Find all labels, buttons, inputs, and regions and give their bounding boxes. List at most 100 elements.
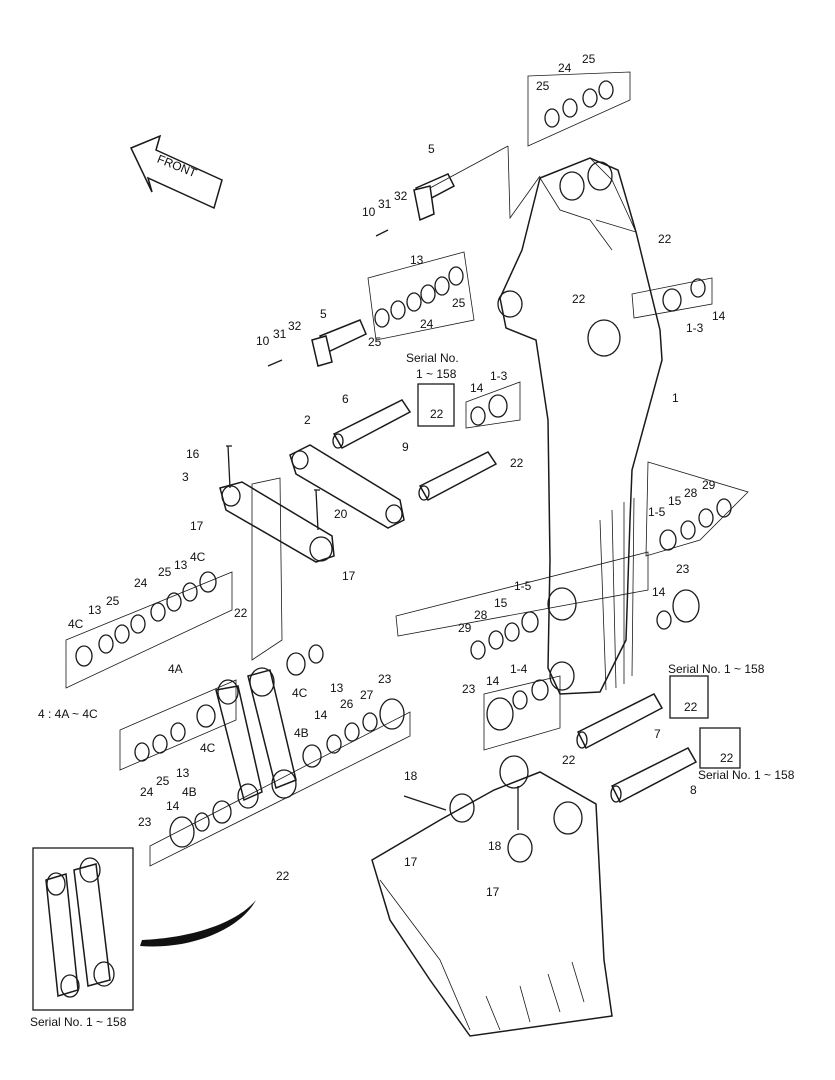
callout: 13	[330, 681, 344, 695]
callout: 10	[362, 205, 376, 219]
group-note: 4 : 4A ~ 4C	[38, 707, 98, 721]
callout: 13	[176, 766, 190, 780]
link-3	[219, 481, 335, 563]
callout: 3	[182, 470, 189, 484]
callout: Serial No. 1 ~ 158	[668, 662, 765, 676]
callout: Serial No.	[406, 351, 459, 365]
callout: 31	[273, 327, 287, 341]
callout: 4C	[68, 617, 84, 631]
side-links-4a-4b	[215, 667, 297, 809]
callout: 14	[166, 799, 180, 813]
callout: 13	[174, 558, 188, 572]
callout: 4B	[182, 785, 197, 799]
front-direction-arrow: FRONT	[129, 134, 223, 210]
pin-8	[610, 747, 698, 804]
callout: 32	[288, 319, 302, 333]
callout: 1 ~ 158	[416, 367, 457, 381]
callout: 22	[720, 751, 734, 765]
callout: 1-5	[648, 505, 666, 519]
callout: 31	[378, 197, 392, 211]
callout: 14	[470, 381, 484, 395]
callout: 1-3	[686, 321, 704, 335]
inset-serial-note: Serial No. 1 ~ 158	[30, 1015, 127, 1029]
pin-5-upper	[413, 173, 455, 222]
callout: 4C	[200, 741, 216, 755]
callout: 22	[684, 700, 698, 714]
callout: 24	[558, 61, 572, 75]
callout: 17	[190, 519, 204, 533]
callout: 18	[488, 839, 502, 853]
callout: 18	[404, 769, 418, 783]
callout: 22	[572, 292, 586, 306]
callout: 23	[462, 682, 476, 696]
washers-4c-upper	[75, 571, 217, 667]
callout: 9	[402, 440, 409, 454]
washers-13-24-25	[374, 266, 464, 328]
callout: 26	[340, 697, 354, 711]
callout: 10	[256, 334, 270, 348]
callout: 27	[360, 688, 374, 702]
callout: 25	[106, 594, 120, 608]
callout: 24	[140, 785, 154, 799]
washers-4c-lower	[134, 644, 324, 762]
callout: 6	[342, 392, 349, 406]
callout: 17	[486, 885, 500, 899]
callout: 28	[474, 608, 488, 622]
callout: 1-4	[510, 662, 528, 676]
callout: 28	[684, 486, 698, 500]
inset-link-view	[32, 847, 256, 1011]
callout: 5	[320, 307, 327, 321]
callout: 16	[186, 447, 200, 461]
callout: 14	[712, 309, 726, 323]
bushings-1-5-right	[656, 498, 732, 630]
callout: Serial No. 1 ~ 158	[698, 768, 795, 782]
callout: 24	[134, 576, 148, 590]
callout: 2	[304, 413, 311, 427]
pin-7	[576, 693, 664, 750]
callout: 13	[88, 603, 102, 617]
pin-5-lower	[311, 319, 367, 367]
bucket	[371, 755, 613, 1037]
callout: 22	[430, 407, 444, 421]
callout: 1-3	[490, 369, 508, 383]
arm-body	[497, 157, 663, 695]
callout: 25	[582, 52, 596, 66]
callout: 4B	[294, 726, 309, 740]
callout: 24	[420, 317, 434, 331]
callout: 23	[676, 562, 690, 576]
bolts	[226, 229, 519, 830]
callout: 29	[458, 621, 472, 635]
bushing-1-3-left	[470, 394, 508, 426]
callout: 7	[654, 727, 661, 741]
link-2	[289, 444, 405, 529]
callout: 25	[452, 296, 466, 310]
callout: 5	[428, 142, 435, 156]
callout: 14	[314, 708, 328, 722]
callout: 23	[378, 672, 392, 686]
callout: 25	[156, 774, 170, 788]
callout: 1-5	[514, 579, 532, 593]
callout: 22	[562, 753, 576, 767]
pin-9	[418, 451, 498, 502]
callout: 17	[342, 569, 356, 583]
callout: 22	[234, 606, 248, 620]
callout: 25	[158, 565, 172, 579]
callout: 32	[394, 189, 408, 203]
callout: 15	[668, 494, 682, 508]
callout: 4C	[292, 686, 308, 700]
callout: 8	[690, 783, 697, 797]
callout: 25	[368, 335, 382, 349]
callout: 4A	[168, 662, 183, 676]
callout: 4C	[190, 550, 206, 564]
callout: 25	[536, 79, 550, 93]
callout-labels: 25 24 25 5 10 31 32 13 25 24 25 5 10 3 1 …	[68, 52, 795, 899]
callout: 22	[276, 869, 290, 883]
callout: 23	[138, 815, 152, 829]
callout: 15	[494, 596, 508, 610]
callout: 14	[486, 674, 500, 688]
guide-lines	[65, 71, 749, 867]
callout: 22	[658, 232, 672, 246]
callout: 29	[702, 478, 716, 492]
callout: 20	[334, 507, 348, 521]
